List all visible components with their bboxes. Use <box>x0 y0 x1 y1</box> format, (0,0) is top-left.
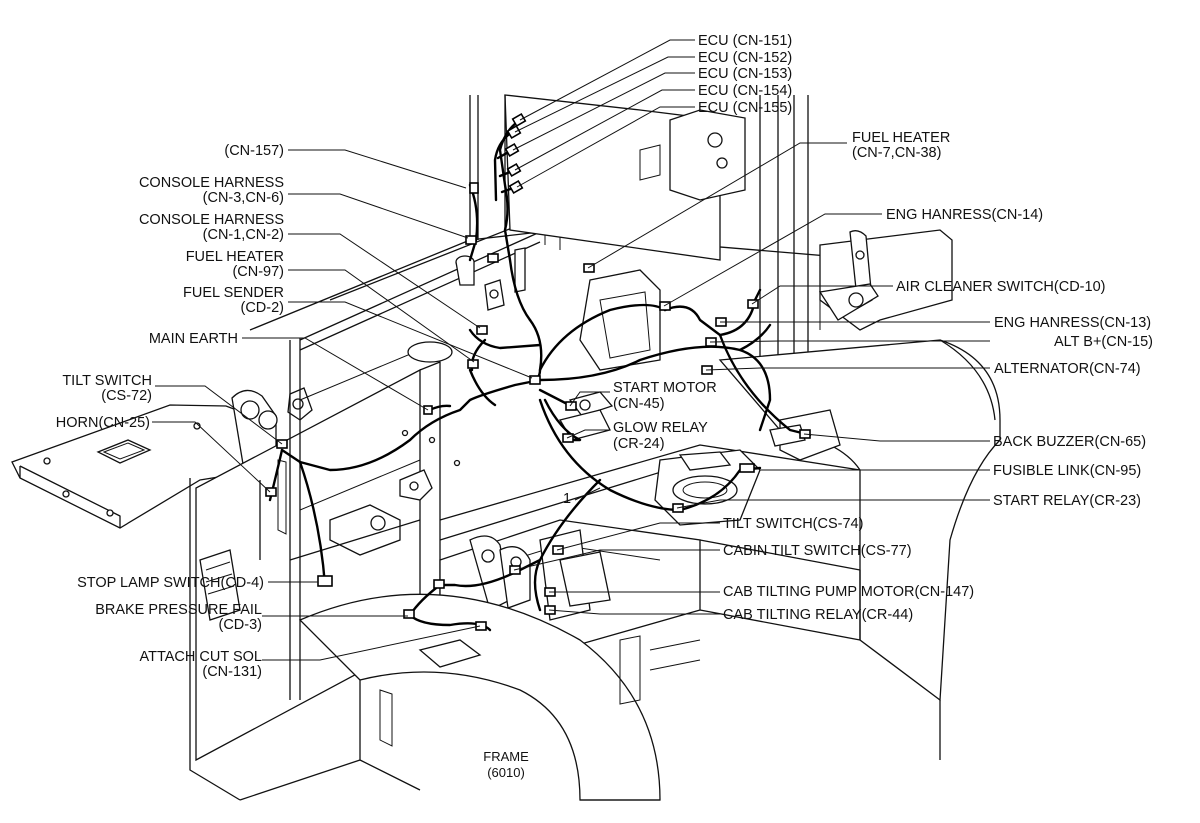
label-main-earth: MAIN EARTH <box>149 331 238 347</box>
label-ecu-cn153: ECU (CN-153) <box>698 66 792 82</box>
label-attach-cut-sol: ATTACH CUT SOL <box>140 649 262 665</box>
label-fuel-heater-97-code: (CN-97) <box>232 264 284 280</box>
label-ecu-cn154: ECU (CN-154) <box>698 83 792 99</box>
label-eng-harness-cn14: ENG HANRESS(CN-14) <box>886 207 1043 223</box>
label-ecu-cn155: ECU (CN-155) <box>698 100 792 116</box>
label-horn: HORN(CN-25) <box>56 415 150 431</box>
label-tilt-switch-cs72-code: (CS-72) <box>101 388 152 404</box>
label-attach-cut-sol-code: (CN-131) <box>202 664 262 680</box>
label-fuel-sender: FUEL SENDER <box>183 285 284 301</box>
label-back-buzzer: BACK BUZZER(CN-65) <box>993 434 1146 450</box>
leader-lines <box>152 39 990 661</box>
label-fuel-heater-97: FUEL HEATER <box>186 249 284 265</box>
label-brake-pressure-fail-code: (CD-3) <box>219 617 263 633</box>
label-alt-b-plus: ALT B+(CN-15) <box>1054 334 1153 350</box>
label-glow-relay-code: (CR-24) <box>613 436 665 452</box>
label-frame-code: (6010) <box>487 765 525 780</box>
wire-harness <box>268 118 812 632</box>
label-fuel-heater-cn7: FUEL HEATER <box>852 130 950 146</box>
label-start-relay: START RELAY(CR-23) <box>993 493 1141 509</box>
label-fuel-sender-code: (CD-2) <box>241 300 285 316</box>
label-glow-relay: GLOW RELAY <box>613 420 708 436</box>
callout-number: 1 <box>563 491 571 507</box>
label-cab-tilting-relay: CAB TILTING RELAY(CR-44) <box>723 607 913 623</box>
label-stop-lamp-switch: STOP LAMP SWITCH(CD-4) <box>77 575 264 591</box>
label-ecu-cn151: ECU (CN-151) <box>698 33 792 49</box>
label-console-harness-2-code: (CN-1,CN-2) <box>203 227 284 243</box>
label-eng-harness-cn13: ENG HANRESS(CN-13) <box>994 315 1151 331</box>
label-console-harness-1: CONSOLE HARNESS <box>139 175 284 191</box>
label-cabin-tilt-switch: CABIN TILT SWITCH(CS-77) <box>723 543 912 559</box>
label-start-motor-code: (CN-45) <box>613 396 665 412</box>
label-console-harness-2: CONSOLE HARNESS <box>139 212 284 228</box>
label-air-cleaner-switch: AIR CLEANER SWITCH(CD-10) <box>896 279 1105 295</box>
label-start-motor: START MOTOR <box>613 380 717 396</box>
label-tilt-switch-cs72: TILT SWITCH <box>62 373 152 389</box>
label-ecu-cn152: ECU (CN-152) <box>698 50 792 66</box>
label-cn157: (CN-157) <box>224 143 284 159</box>
label-fuel-heater-cn7-code: (CN-7,CN-38) <box>852 145 941 161</box>
label-fusible-link: FUSIBLE LINK(CN-95) <box>993 463 1141 479</box>
label-cab-tilting-pump-motor: CAB TILTING PUMP MOTOR(CN-147) <box>723 584 974 600</box>
label-alternator: ALTERNATOR(CN-74) <box>994 361 1141 377</box>
labels: ECU (CN-151) ECU (CN-152) ECU (CN-153) E… <box>56 33 1153 780</box>
label-console-harness-1-code: (CN-3,CN-6) <box>203 190 284 206</box>
label-frame: FRAME <box>483 749 529 764</box>
label-brake-pressure-fail: BRAKE PRESSURE FAIL <box>95 602 262 618</box>
label-tilt-switch-cs74: TILT SWITCH(CS-74) <box>723 516 863 532</box>
